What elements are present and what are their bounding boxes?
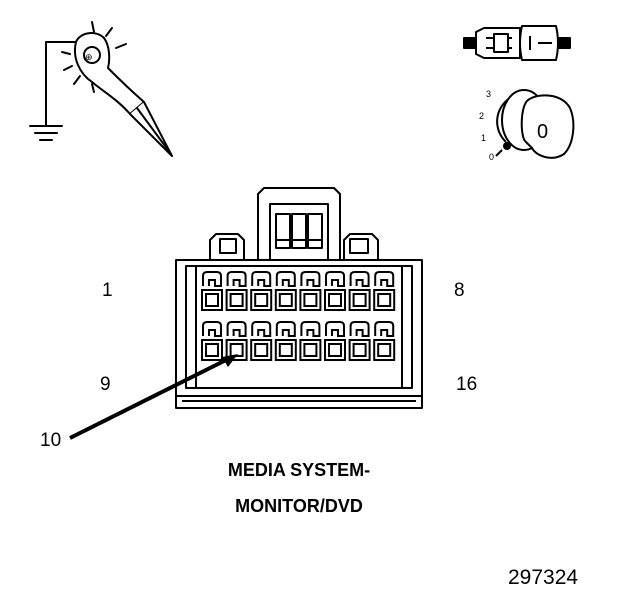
cavity-15 [348,321,371,361]
cavity-16 [373,321,396,361]
cavity-3 [250,271,273,311]
key-symbol: 0 [537,121,548,143]
svg-text:⊕: ⊕ [85,52,93,62]
cavity-8 [373,271,396,311]
key-position-2: 2 [479,111,484,121]
connector-body [175,187,423,409]
cavity-10 [225,321,248,361]
cavity-6 [324,271,346,311]
cavity-13 [299,321,322,361]
figure-number: 297324 [508,566,578,589]
caption-line-1: MEDIA SYSTEM- [228,460,370,480]
pin-label-8: 8 [454,280,465,301]
connector-cavities [201,271,396,361]
key-position-3: 3 [486,89,491,99]
cavity-12 [274,321,297,361]
cavity-7 [348,271,371,311]
cavity-4 [274,271,297,311]
pin-label-10-callout: 10 [40,430,61,451]
test-probe-grounded-icon: ⊕ [29,21,173,157]
cavity-5 [299,271,322,311]
cavity-2 [225,271,248,311]
key-position-0: 0 [489,152,494,162]
pin-label-16: 16 [456,374,477,395]
cavity-11 [250,321,273,361]
key-position-1: 1 [481,133,486,143]
cavity-9 [201,321,223,361]
pin-10-callout-leader [69,354,238,440]
cavity-14 [324,321,346,361]
pin-label-1: 1 [102,280,113,301]
caption-line-2: MONITOR/DVD [235,496,363,516]
ignition-key-off-icon: 3 2 1 0 0 [479,89,575,162]
connector-side-view-icon [463,25,571,61]
cavity-1 [201,271,223,311]
pin-label-9: 9 [100,374,111,395]
